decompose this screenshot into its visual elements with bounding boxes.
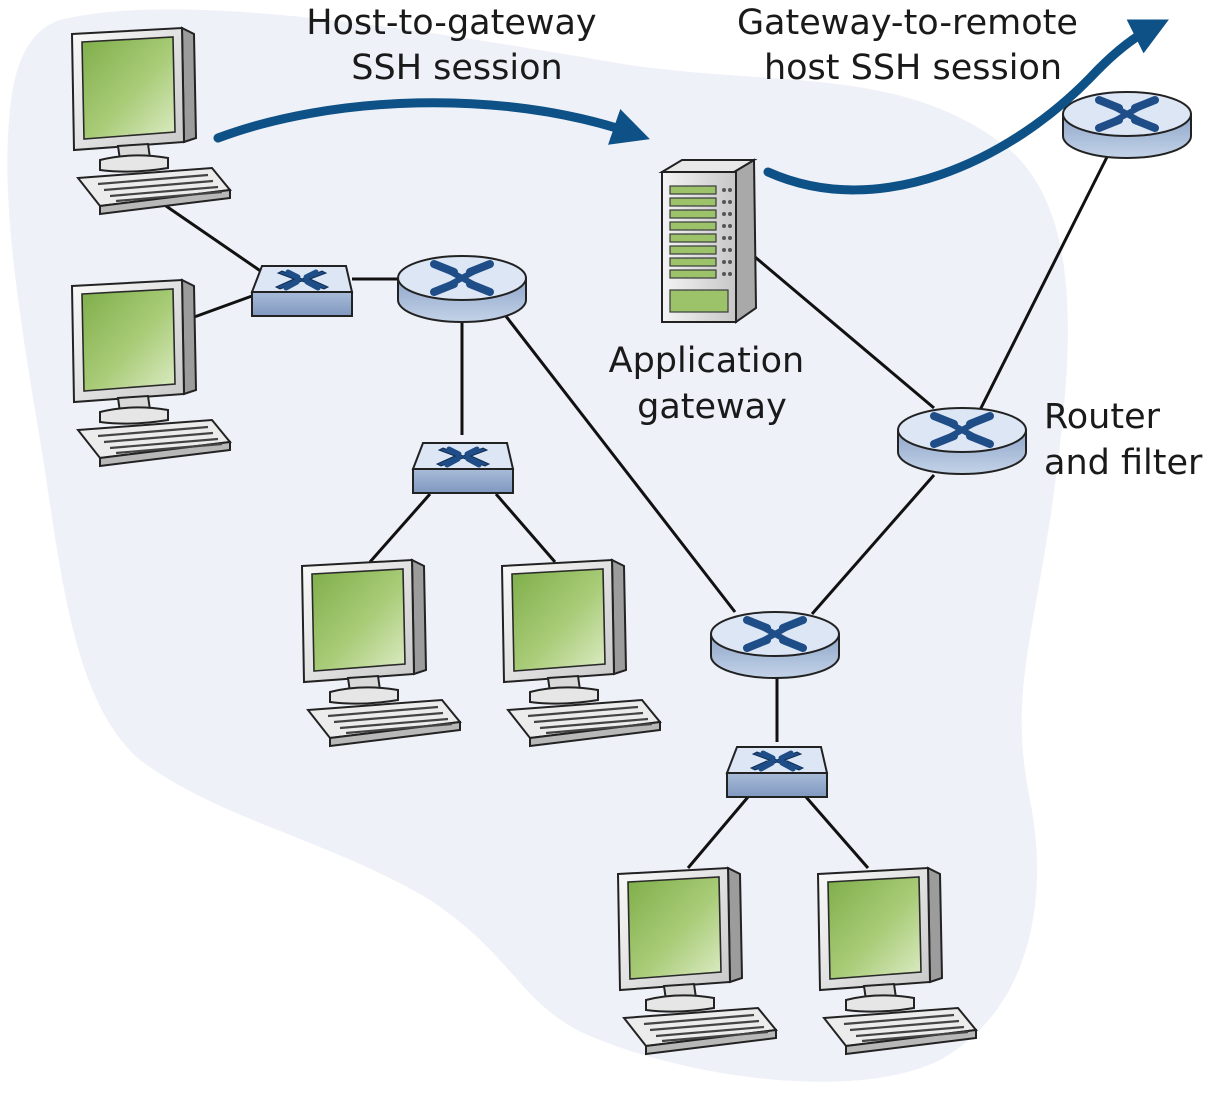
host-to-gateway-label: Host-to-gateway SSH session — [306, 3, 608, 88]
link-host-mid-left-switch-left — [185, 294, 253, 322]
application-gateway-server-icon — [661, 159, 757, 323]
gateway-to-remote-label: Gateway-to-remote host SSH session — [737, 3, 1089, 88]
link-switch-bottom-host-bottom-a — [686, 796, 750, 869]
link-switch-bottom-host-bottom-b — [804, 796, 870, 869]
router-icon — [711, 612, 839, 678]
router-filter-icon — [898, 408, 1026, 474]
links — [149, 156, 1109, 869]
switch-icon — [252, 266, 352, 316]
router-filter-label-line1: Router — [1044, 397, 1161, 437]
gateway-to-remote-label-line2: host SSH session — [764, 48, 1062, 88]
remote-router-icon — [1063, 92, 1191, 158]
host-to-gateway-label-line1: Host-to-gateway — [306, 3, 596, 43]
link-router-filter-router-remote — [978, 156, 1109, 411]
gateway-to-remote-label-line1: Gateway-to-remote — [737, 3, 1078, 43]
application-gateway-label: Application gateway — [609, 341, 816, 427]
application-gateway-label-line1: Application — [609, 341, 805, 381]
router-filter-label: Router and filter — [1044, 397, 1203, 483]
router-filter-label-line2: and filter — [1044, 443, 1203, 483]
link-gateway-router-filter — [754, 255, 935, 410]
host-to-gateway-session-arrow — [213, 98, 650, 145]
switch-icon — [727, 747, 827, 797]
link-router-bottom-router-filter — [810, 474, 936, 615]
router-icon — [398, 256, 526, 322]
link-router-left-router-bottom — [503, 314, 737, 613]
gateway-to-remote-session-arrow — [763, 19, 1169, 195]
host-to-gateway-label-line2: SSH session — [351, 48, 562, 88]
link-switch-center-host-center-a — [368, 493, 432, 563]
link-switch-center-host-center-b — [494, 493, 557, 563]
application-gateway-label-line2: gateway — [637, 387, 787, 427]
link-host-top-left-switch-left — [149, 193, 263, 274]
switch-icon — [413, 443, 513, 493]
